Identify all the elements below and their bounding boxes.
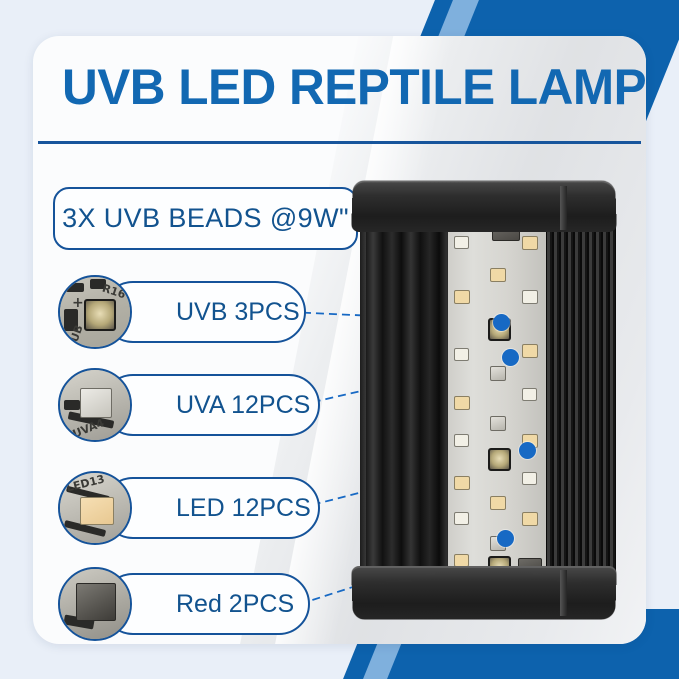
product-image-reptile-lamp	[351, 172, 617, 624]
led-bead	[454, 348, 469, 361]
callout-uva-pill[interactable]: UVA 12PCS	[102, 374, 320, 436]
callout-led-label: LED 12PCS	[176, 493, 311, 522]
uvb-beads-badge: 3X UVB BEADS @9W"	[53, 187, 358, 250]
lamp-heatsink-fins	[538, 220, 616, 578]
callout-red-pill[interactable]: Red 2PCS	[102, 573, 310, 635]
led-bead	[522, 290, 538, 304]
title-divider	[38, 141, 641, 144]
callout-uva-label: UVA 12PCS	[176, 390, 311, 419]
led-bead	[454, 434, 469, 447]
callout-dot-led	[519, 442, 536, 459]
lamp-bottom-cap-seam	[560, 570, 567, 616]
led-bead	[454, 396, 470, 410]
lamp-bottom-end-cap	[351, 565, 617, 620]
callout-dot-red	[497, 530, 514, 547]
uvb-beads-badge-label: 3X UVB BEADS @9W"	[62, 203, 349, 233]
led-bead	[522, 512, 538, 526]
lamp-top-end-cap	[351, 180, 617, 233]
uva-led-bead-photo: UVA4	[58, 368, 132, 442]
page-title: UVB LED REPTILE LAMP	[62, 59, 646, 115]
callout-uvb-label: UVB 3PCS	[176, 297, 300, 326]
white-led-bead-photo: LED13	[58, 471, 132, 545]
red-led-bead-photo	[58, 567, 132, 641]
led-bead	[522, 236, 538, 250]
callout-led[interactable]: LED 12PCS LED13	[58, 471, 320, 545]
led-bead	[490, 496, 506, 510]
callout-dot-uva	[502, 349, 519, 366]
callout-dot-uvb	[493, 314, 510, 331]
led-bead	[454, 476, 470, 490]
callout-uvb[interactable]: UVB 3PCS R16 UB +	[58, 275, 306, 349]
led-bead	[522, 388, 537, 401]
callout-led-pill[interactable]: LED 12PCS	[102, 477, 320, 539]
led-bead-uva	[490, 416, 506, 431]
chip-marking-plus: +	[72, 295, 84, 311]
callout-uva[interactable]: UVA 12PCS UVA4	[58, 368, 320, 442]
led-bead-uvb	[488, 448, 511, 471]
led-bead	[454, 512, 469, 525]
lamp-top-cap-seam	[560, 186, 567, 230]
led-bead	[522, 344, 538, 358]
callout-uvb-pill[interactable]: UVB 3PCS	[102, 281, 306, 343]
led-bead-uva	[490, 366, 506, 381]
uvb-led-bead-photo: R16 UB +	[58, 275, 132, 349]
led-bead	[522, 472, 537, 485]
lamp-led-pcb	[448, 220, 546, 579]
callout-red-label: Red 2PCS	[176, 589, 295, 618]
led-bead	[490, 268, 506, 282]
callout-red[interactable]: Red 2PCS	[58, 567, 310, 641]
led-bead	[454, 290, 470, 304]
led-bead	[454, 236, 469, 249]
